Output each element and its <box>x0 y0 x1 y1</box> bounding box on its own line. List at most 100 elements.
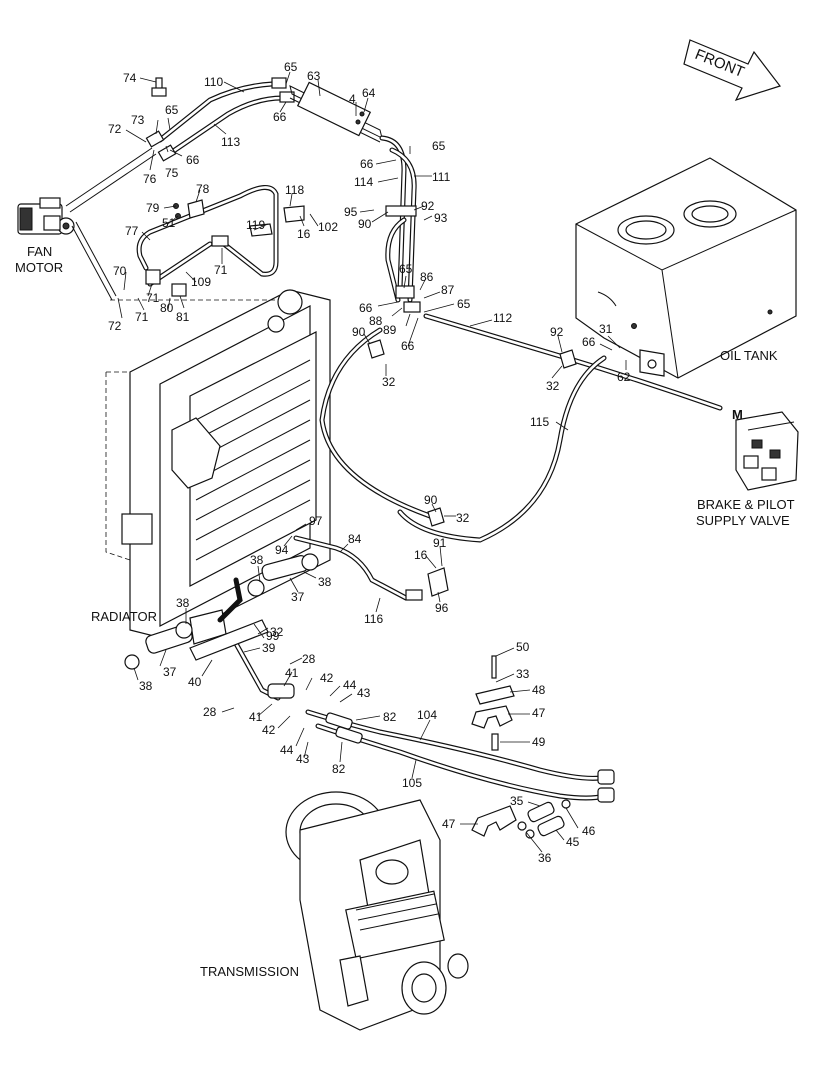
callout-65: 65 <box>399 262 413 276</box>
callout-92: 92 <box>550 325 564 339</box>
oil-tank <box>575 157 797 379</box>
callout-86: 86 <box>420 270 434 284</box>
callout-16: 16 <box>414 548 428 562</box>
callout-32: 32 <box>546 379 560 393</box>
callout-76: 76 <box>143 172 157 186</box>
callout-95: 95 <box>344 205 358 219</box>
callout-65: 65 <box>284 60 298 74</box>
callout-39: 39 <box>262 641 276 655</box>
callout-94: 94 <box>275 543 289 557</box>
callout-47: 47 <box>532 706 546 720</box>
callout-28: 28 <box>302 652 316 666</box>
callout-65: 65 <box>457 297 471 311</box>
callout-66: 66 <box>186 153 200 167</box>
callout-71: 71 <box>135 310 149 324</box>
callout-74: 74 <box>123 71 137 85</box>
callout-75: 75 <box>165 166 179 180</box>
callout-16: 16 <box>297 227 311 241</box>
callout-41: 41 <box>249 710 263 724</box>
callout-118: 118 <box>285 183 304 197</box>
callout-90: 90 <box>424 493 438 507</box>
callout-32: 32 <box>270 625 284 639</box>
tube-109-loop <box>136 185 279 297</box>
tube-63 <box>289 81 383 143</box>
radiator <box>105 289 331 641</box>
callout-64: 64 <box>362 86 376 100</box>
callout-92: 92 <box>421 199 435 213</box>
fan-motor-label-1: FAN <box>27 244 52 259</box>
radiator-label: RADIATOR <box>91 609 157 624</box>
callout-93: 93 <box>434 211 448 225</box>
callout-102: 102 <box>318 220 338 234</box>
callout-73: 73 <box>131 113 145 127</box>
hose-111-114 <box>379 135 421 313</box>
callout-90: 90 <box>352 325 366 339</box>
callout-50: 50 <box>516 640 530 654</box>
hose-115 <box>397 355 607 543</box>
callout-4: 4 <box>349 92 356 106</box>
clamp-assembly <box>471 655 517 837</box>
hose-116-84 <box>293 535 449 601</box>
callout-43: 43 <box>357 686 371 700</box>
transmission <box>285 791 469 1031</box>
hose-104-105 <box>305 709 615 803</box>
callout-36: 36 <box>538 851 552 865</box>
callout-114: 114 <box>354 175 373 189</box>
callout-40: 40 <box>188 675 202 689</box>
callout-41: 41 <box>285 666 299 680</box>
callout-90: 90 <box>358 217 372 231</box>
port-m-label: M <box>732 407 743 422</box>
callout-37: 37 <box>163 665 177 679</box>
callout-48: 48 <box>532 683 546 697</box>
callout-72: 72 <box>108 319 122 333</box>
callout-66: 66 <box>360 157 374 171</box>
tube-90-loop <box>319 327 577 527</box>
callout-99: 99 <box>266 629 280 643</box>
callout-84: 84 <box>348 532 362 546</box>
callout-104: 104 <box>417 708 437 722</box>
leader-lines <box>117 71 627 853</box>
callout-81: 81 <box>176 310 190 324</box>
callout-51: 51 <box>162 216 176 230</box>
callout-70: 70 <box>113 264 127 278</box>
callout-49: 49 <box>532 735 546 749</box>
callout-88: 88 <box>369 314 383 328</box>
callout-111: 111 <box>432 170 451 184</box>
callout-116: 116 <box>364 612 383 626</box>
callout-63: 63 <box>307 69 321 83</box>
callout-31: 31 <box>599 322 613 336</box>
callout-78: 78 <box>196 182 210 196</box>
callout-43: 43 <box>296 752 310 766</box>
hose-110-113 <box>145 77 295 162</box>
callout-38: 38 <box>176 596 190 610</box>
callout-66: 66 <box>401 339 415 353</box>
callout-46: 46 <box>582 824 596 838</box>
brake-valve-label-2: SUPPLY VALVE <box>696 513 790 528</box>
callout-32: 32 <box>456 511 470 525</box>
callout-66: 66 <box>582 335 596 349</box>
callout-65: 65 <box>165 103 179 117</box>
radiator-lower-hoses <box>124 553 319 701</box>
callout-87: 87 <box>441 283 455 297</box>
brake-valve-label-1: BRAKE & PILOT <box>697 497 795 512</box>
callout-71: 71 <box>214 263 228 277</box>
callout-115: 115 <box>530 415 549 429</box>
fan-motor-tubes <box>65 147 157 301</box>
callout-119: 119 <box>246 218 265 232</box>
callout-97: 97 <box>309 514 323 528</box>
callout-91: 91 <box>433 536 447 550</box>
callout-66: 66 <box>273 110 287 124</box>
callout-38: 38 <box>250 553 264 567</box>
callout-89: 89 <box>383 323 397 337</box>
callout-79: 79 <box>146 201 160 215</box>
callout-110: 110 <box>204 75 223 89</box>
callout-66: 66 <box>359 301 373 315</box>
callout-96: 96 <box>435 601 449 615</box>
callout-82: 82 <box>332 762 346 776</box>
callout-113: 113 <box>221 135 240 149</box>
callout-105: 105 <box>402 776 422 790</box>
callout-38: 38 <box>139 679 153 693</box>
callout-82: 82 <box>383 710 397 724</box>
